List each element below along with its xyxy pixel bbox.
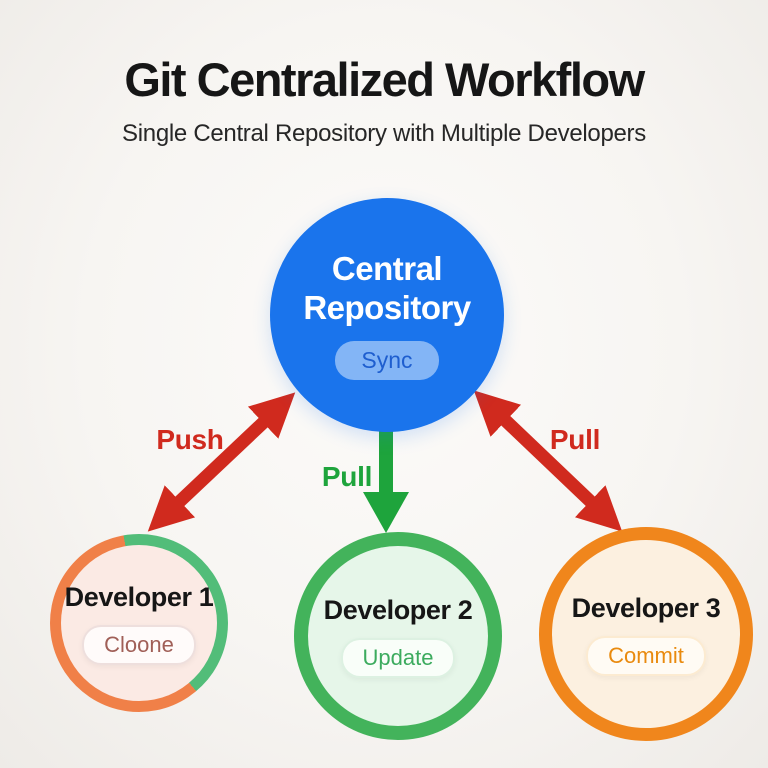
developer-2-face: Developer 2 Update: [308, 546, 488, 726]
central-repository-node[interactable]: Central Repository Sync: [270, 198, 504, 432]
developer-1-clone-badge[interactable]: Cloone: [82, 624, 196, 665]
developer-2-node[interactable]: Developer 2 Update: [294, 532, 502, 740]
sync-badge[interactable]: Sync: [335, 341, 439, 381]
developer-3-face: Developer 3 Commit: [552, 540, 740, 728]
page-subtitle: Single Central Repository with Multiple …: [122, 120, 646, 147]
pull-right-arrow-label: Pull: [549, 424, 601, 455]
page-title: Git Centralized Workflow: [124, 53, 645, 106]
pull-right-arrow: [473, 390, 623, 532]
push-arrow-label: Push: [156, 424, 224, 455]
developer-3-commit-badge[interactable]: Commit: [586, 635, 706, 676]
developer-3-node[interactable]: Developer 3 Commit: [539, 527, 753, 741]
central-repository-label-line2: Repository: [303, 288, 471, 326]
pull-center-arrow-label: Pull: [321, 461, 373, 492]
developer-1-label: Developer 1: [64, 581, 214, 612]
developer-2-label: Developer 2: [323, 594, 473, 625]
central-repository-label-line1: Central: [331, 249, 443, 287]
developer-1-face: Developer 1 Cloone: [61, 545, 217, 701]
pull-down-arrow-head: [363, 492, 409, 533]
developer-3-label: Developer 3: [571, 592, 721, 623]
push-arrow: [147, 392, 296, 532]
developer-2-update-badge[interactable]: Update: [340, 637, 456, 678]
developer-1-node[interactable]: Developer 1 Cloone: [50, 534, 228, 712]
